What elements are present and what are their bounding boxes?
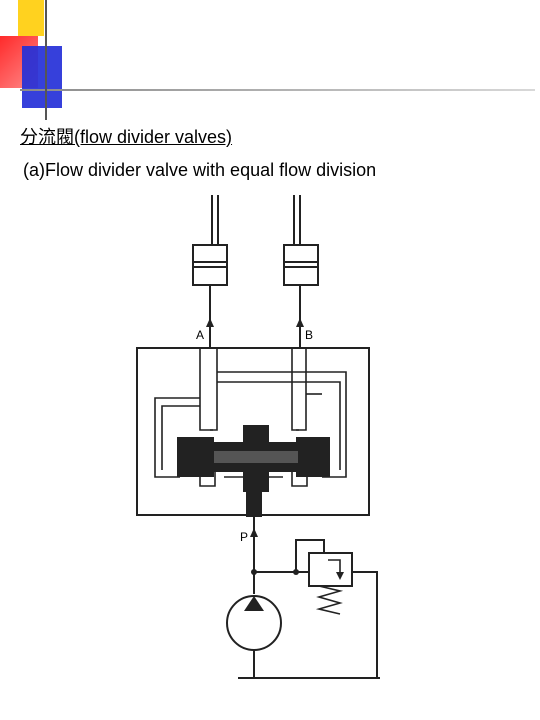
port-b-label: B xyxy=(305,328,313,342)
spool xyxy=(177,425,330,517)
relief-valve xyxy=(308,552,353,615)
pump-arrow-icon xyxy=(244,596,264,611)
port-a-label: A xyxy=(196,328,204,342)
pump xyxy=(226,595,282,651)
port-p-label: P xyxy=(240,530,248,544)
arrow-b-icon xyxy=(296,318,304,327)
valve-body xyxy=(136,347,370,517)
decor-vertical-line xyxy=(45,0,47,120)
arrow-a-icon xyxy=(206,318,214,327)
decor-blue-block xyxy=(22,46,62,108)
decor-horizontal-line xyxy=(20,89,535,91)
slide-heading: 分流閥(flow divider valves) xyxy=(20,127,233,147)
cylinder-b xyxy=(283,195,319,286)
decor-yellow-block xyxy=(18,0,44,36)
slide-subheading: (a)Flow divider valve with equal flow di… xyxy=(23,160,377,180)
arrow-p-icon xyxy=(250,528,258,537)
cylinder-a xyxy=(192,195,228,286)
